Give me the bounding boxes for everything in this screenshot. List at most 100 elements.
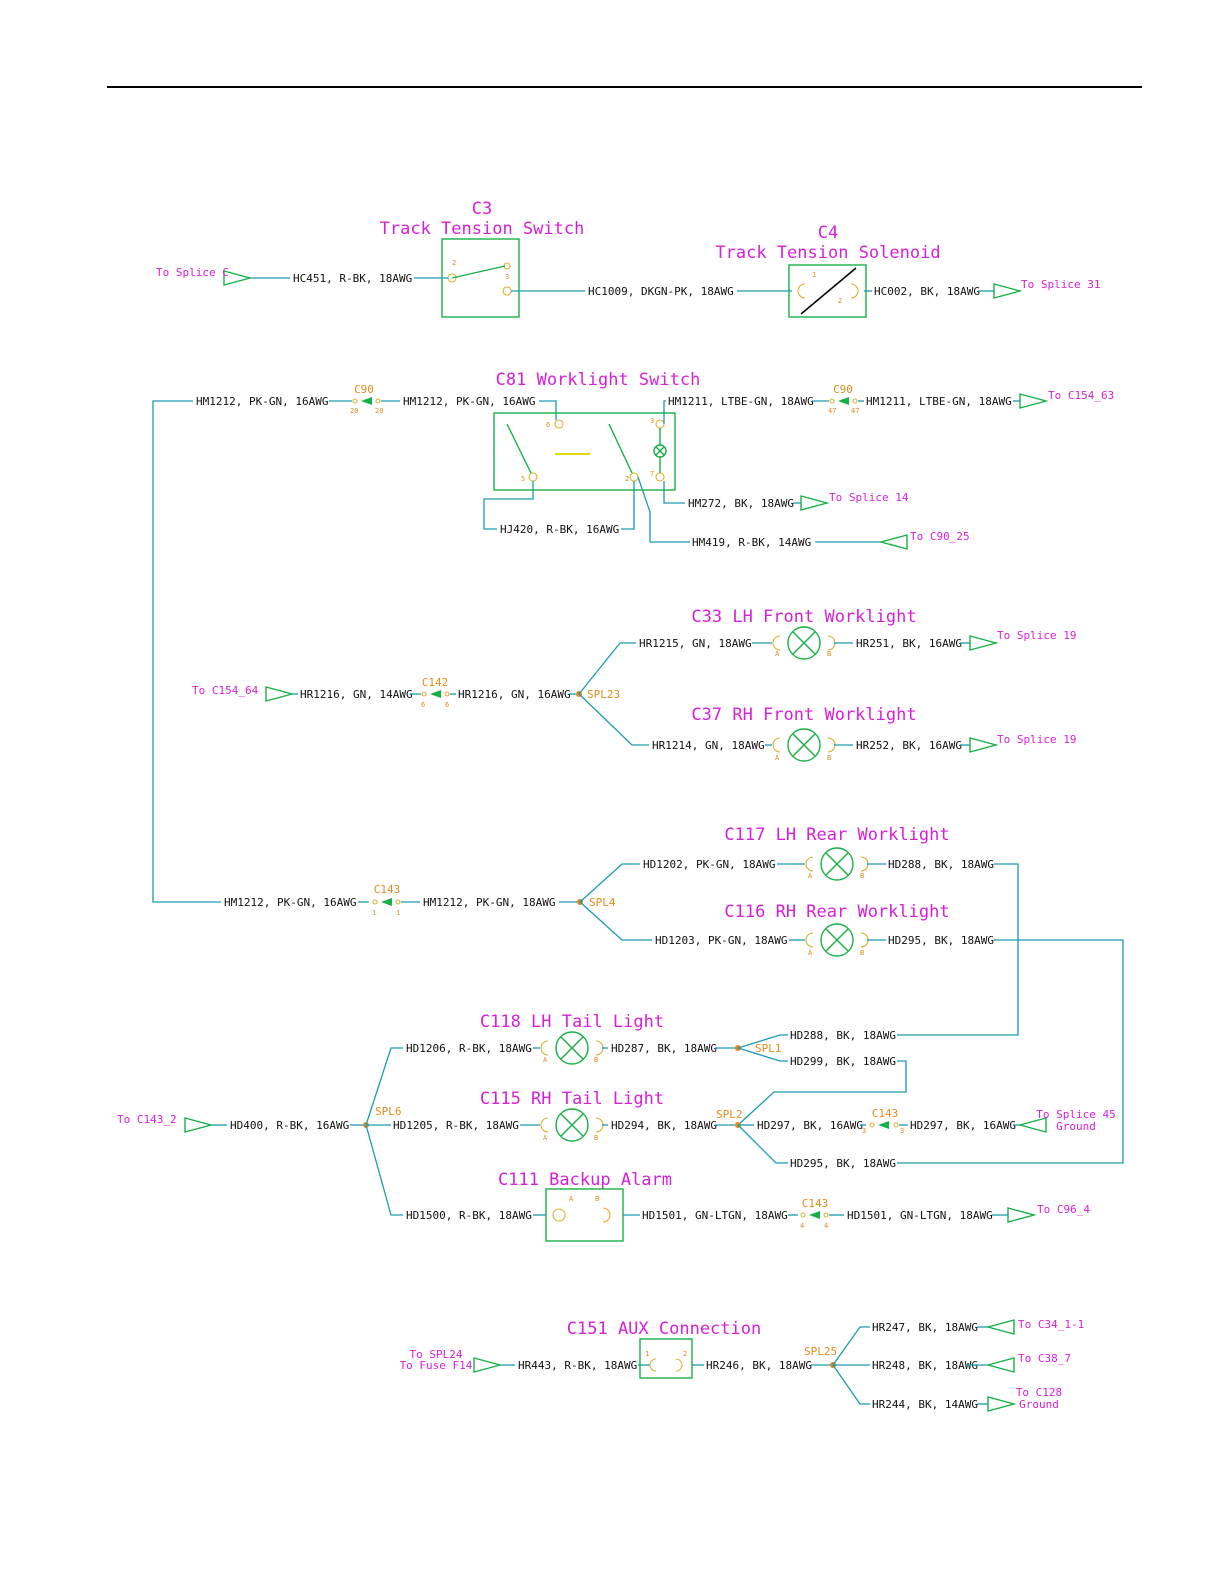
c81-pin3-terminal <box>655 419 665 429</box>
c111-pin-a-terminal <box>552 1208 566 1222</box>
c4-pin2-terminal <box>850 283 859 299</box>
c118-pin-a-terminal <box>540 1040 549 1056</box>
c37-pin-a-terminal <box>772 737 781 753</box>
c81-pin6-label: 6 <box>546 421 550 429</box>
c116-pin-a: A <box>808 949 813 957</box>
c37-pin-a: A <box>775 754 780 762</box>
wire-label-hr247: HR247, BK, 18AWG <box>872 1321 978 1334</box>
wire-label-hm1212-b: HM1212, PK-GN, 16AWG <box>403 395 535 408</box>
c90-pin-right <box>375 398 381 404</box>
c90-pin-a: 20 <box>350 407 358 415</box>
wire-spl25-up <box>832 1326 870 1366</box>
c3-pin-terminal <box>502 286 512 296</box>
wire-spl4-down <box>579 901 652 941</box>
spl4-label: SPL4 <box>589 896 616 909</box>
wire-label-hd287: HD287, BK, 18AWG <box>611 1042 717 1055</box>
c90b-pin-b: 47 <box>851 407 859 415</box>
c151-aux-connector-box <box>639 1338 693 1379</box>
label-to-c38: To C38_7 <box>1018 1352 1071 1365</box>
arrow-to-c34 <box>985 1319 1015 1335</box>
c142-pin-right <box>444 691 450 697</box>
arrow-to-c128 <box>987 1396 1017 1412</box>
c143b-pin-left <box>869 1122 875 1128</box>
c90b-pin-left <box>829 398 835 404</box>
c142-pin-b: 6 <box>445 701 449 709</box>
c111-pin-a: A <box>569 1195 574 1203</box>
c33-lamp-cross-b <box>792 631 816 655</box>
c37-pin-b: B <box>827 754 831 762</box>
c90b-connector-label: C90 <box>833 383 853 396</box>
c117-title: C117 LH Rear Worklight <box>724 825 949 845</box>
c143a-pin-b: 1 <box>396 909 400 917</box>
c81-pin7-label: 7 <box>650 470 654 478</box>
label-to-splice-45-line1: To Splice 45 <box>1036 1108 1115 1121</box>
c142-pin-left <box>421 691 427 697</box>
wire-label-hr252: HR252, BK, 16AWG <box>856 739 962 752</box>
c37-pin-b-terminal <box>827 737 836 753</box>
wire-spl2-down <box>737 1124 788 1164</box>
wire-label-hd1500: HD1500, R-BK, 18AWG <box>406 1209 532 1222</box>
c90-pin-left <box>352 398 358 404</box>
wire-label-hd1206: HD1206, R-BK, 18AWG <box>406 1042 532 1055</box>
c111-backup-alarm-box <box>545 1188 624 1242</box>
c81-switch-box <box>493 412 676 491</box>
c143c-connector-symbol <box>809 1211 820 1219</box>
wire-spl6-up <box>365 1047 403 1126</box>
c115-pin-a-terminal <box>540 1117 549 1133</box>
c143a-pin-a: 1 <box>372 909 376 917</box>
c115-title: C115 RH Tail Light <box>480 1089 664 1109</box>
c142-connector-symbol <box>430 690 441 698</box>
wire-label-hr248: HR248, BK, 18AWG <box>872 1359 978 1372</box>
c118-tail-lamp <box>555 1031 589 1065</box>
c143a-pin-left <box>372 899 378 905</box>
label-to-splice-19-b: To Splice 19 <box>997 733 1076 746</box>
wire-hm1212-trunk <box>152 400 221 903</box>
wire-label-hd1205: HD1205, R-BK, 18AWG <box>393 1119 519 1132</box>
wire-spl6-down <box>365 1124 403 1216</box>
wire-hj420-right <box>621 481 635 530</box>
c116-lamp-cross-b <box>825 928 849 952</box>
wire-spl25-down <box>832 1364 870 1405</box>
label-to-c128-line1: To C128 <box>1016 1386 1062 1399</box>
c90-connector-symbol <box>361 397 372 405</box>
wire-hd295-loop <box>897 939 1124 1164</box>
c33-pin-b: B <box>827 650 831 658</box>
label-to-spl24-line2: To Fuse F14 <box>400 1359 473 1372</box>
c33-pin-b-terminal <box>827 635 836 651</box>
spl25-label: SPL25 <box>804 1345 837 1358</box>
wire-spl4-up <box>579 863 640 903</box>
c117-pin-b-terminal <box>860 856 869 872</box>
c115-tail-lamp <box>555 1108 589 1142</box>
wire-label-hm1212-a: HM1212, PK-GN, 16AWG <box>196 395 328 408</box>
wire-hm272 <box>663 481 685 504</box>
spl6-label: SPL6 <box>375 1105 402 1118</box>
c111-pin-b-terminal <box>602 1207 611 1223</box>
c37-worklight-lamp <box>787 728 821 762</box>
wire-hm1211-to-pin3 <box>663 400 666 424</box>
label-to-c154-64: To C154_64 <box>192 684 259 697</box>
arrow-to-c154-63 <box>1019 393 1049 409</box>
c81-switch-blade-right <box>608 423 633 474</box>
wire-label-hc1009: HC1009, DKGN-PK, 18AWG <box>588 285 734 298</box>
wire-label-hm1212-d: HM1212, PK-GN, 18AWG <box>423 896 555 909</box>
c143a-connector-label: C143 <box>374 883 401 896</box>
c142-pin-a: 6 <box>421 701 425 709</box>
arrow-to-splice-31 <box>993 283 1023 299</box>
wire-spl23-up <box>578 642 636 695</box>
c111-pin-b: B <box>595 1195 599 1203</box>
arrow-to-c154-64 <box>265 686 295 702</box>
c118-pin-b-terminal <box>595 1040 604 1056</box>
wire-label-hd295-a: HD295, BK, 18AWG <box>888 934 994 947</box>
c33-pin-a-terminal <box>772 635 781 651</box>
c4-pin2-label: 2 <box>838 297 842 305</box>
wire-label-hd1202: HD1202, PK-GN, 18AWG <box>643 858 775 871</box>
c116-pin-a-terminal <box>805 932 814 948</box>
c143b-connector-label: C143 <box>872 1107 899 1120</box>
wire-hd299-loop <box>737 1060 907 1126</box>
c90b-connector-symbol <box>838 397 849 405</box>
label-to-c96-4: To C96_4 <box>1037 1203 1090 1216</box>
wire-label-hd1501-b: HD1501, GN-LTGN, 18AWG <box>847 1209 993 1222</box>
c81-pin2-label: 2 <box>625 475 629 483</box>
arrow-to-c143-2 <box>184 1117 214 1133</box>
